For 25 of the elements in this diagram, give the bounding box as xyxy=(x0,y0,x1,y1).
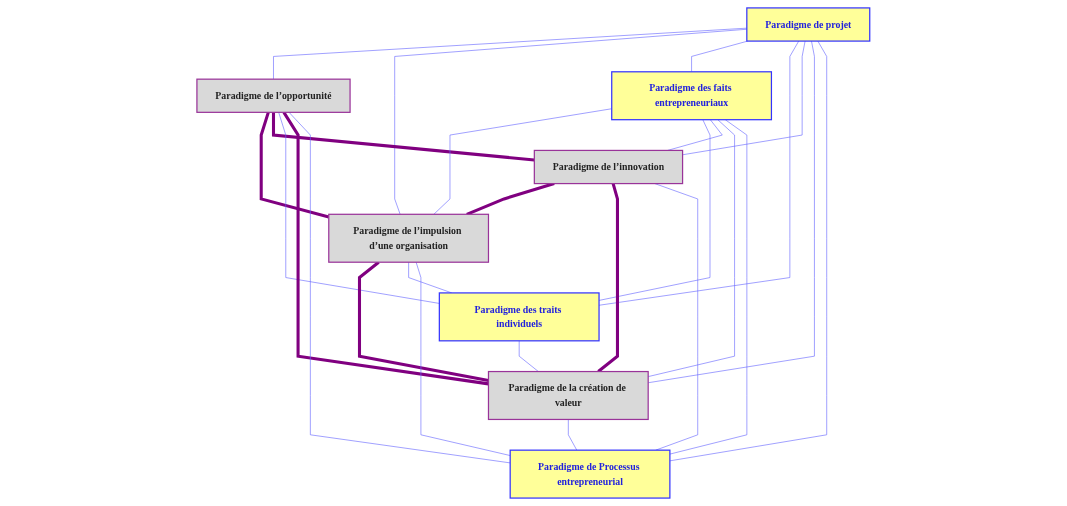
node-box: Paradigme de Processus entrepreneurial xyxy=(509,449,671,499)
connector xyxy=(648,119,736,377)
connector xyxy=(272,112,535,162)
node-box: Paradigme de la création de valeur xyxy=(488,370,649,421)
node-box: Paradigme de l’opportunité xyxy=(196,78,351,113)
connector xyxy=(682,40,806,156)
connector xyxy=(466,182,555,216)
connector xyxy=(568,419,578,451)
connector xyxy=(691,40,749,73)
node-box: Paradigme de l’innovation xyxy=(533,149,684,185)
connector xyxy=(669,119,748,455)
connector xyxy=(394,28,748,215)
connector xyxy=(669,40,828,462)
connector xyxy=(415,261,511,456)
connector xyxy=(358,261,489,382)
connector xyxy=(273,27,748,80)
connector xyxy=(597,183,620,373)
connector xyxy=(278,112,440,304)
connector xyxy=(288,112,511,464)
node-box: Paradigme de projet xyxy=(746,7,871,42)
node-box: Paradigme des traits individuels xyxy=(438,292,600,342)
connector xyxy=(648,40,815,384)
connector xyxy=(519,340,539,372)
node-box: Paradigme de l’impulsion d’une organisation xyxy=(328,213,490,263)
node-box: Paradigme des faits entrepreneuriaux xyxy=(611,71,773,121)
